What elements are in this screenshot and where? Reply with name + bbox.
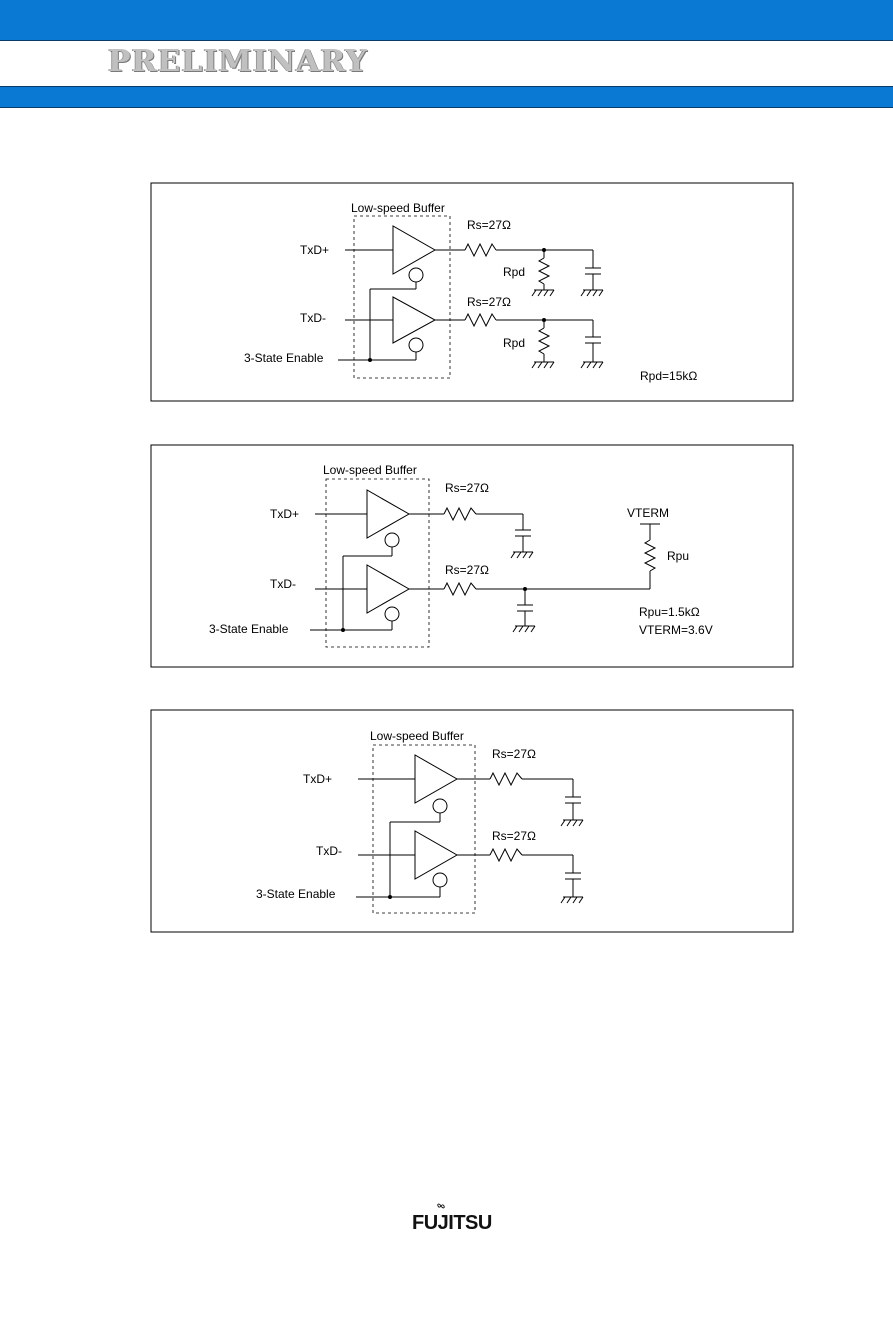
diagram-3-rs-minus-label: Rs=27Ω	[492, 829, 536, 843]
diagram-2-rs-plus-resistor	[443, 506, 477, 522]
diagram-3-buffer-label: Low-speed Buffer	[370, 729, 464, 743]
diagram-1-frame	[150, 182, 794, 402]
diagram-2-rs-minus-resistor	[443, 581, 477, 597]
diagram-1-buffer-box	[353, 215, 451, 379]
diagram-3: Low-speed Buffer TxD+ Rs=27Ω TxD- Rs=27Ω	[150, 709, 794, 933]
diagram-1-rpd-plus-label: Rpd	[503, 265, 525, 279]
diagram-2-buffer-label: Low-speed Buffer	[323, 463, 417, 477]
header-top-bar	[0, 0, 893, 41]
diagram-2: Low-speed Buffer TxD+ Rs=27Ω TxD- Rs=27Ω	[150, 444, 794, 668]
diagram-3-rs-minus-resistor	[489, 847, 523, 863]
diagram-1-rpd-minus-resistor	[537, 327, 551, 355]
diagram-2-buffer-plus	[366, 489, 411, 539]
diagram-1-rs-minus-label: Rs=27Ω	[467, 295, 511, 309]
diagram-1: Low-speed Buffer TxD+ Rs=27Ω Rpd TxD- Rs…	[150, 182, 794, 402]
diagram-1-rs-plus-resistor	[464, 242, 497, 258]
diagram-2-rs-minus-label: Rs=27Ω	[445, 563, 489, 577]
diagram-3-rs-plus-label: Rs=27Ω	[492, 747, 536, 761]
diagram-2-enable-label: 3-State Enable	[209, 622, 289, 636]
diagram-2-vterm-label: VTERM	[627, 506, 669, 520]
diagram-1-rpd-plus-resistor	[537, 257, 551, 285]
diagram-2-note-1: Rpu=1.5kΩ	[639, 605, 700, 619]
diagram-3-frame	[150, 709, 794, 933]
diagram-1-rs-minus-resistor	[464, 312, 497, 328]
diagram-1-buffer-label: Low-speed Buffer	[351, 201, 445, 215]
diagram-3-buffer-plus	[414, 754, 459, 804]
diagram-1-rpd-minus-label: Rpd	[503, 336, 525, 350]
diagram-2-frame	[150, 444, 794, 668]
diagram-1-buffer-plus	[392, 225, 437, 275]
diagram-1-txd-minus-label: TxD-	[300, 311, 326, 325]
diagram-2-rpu-label: Rpu	[667, 549, 689, 563]
diagram-2-rs-plus-label: Rs=27Ω	[445, 481, 489, 495]
fujitsu-infinity-mark	[437, 1203, 445, 1209]
diagram-1-buffer-minus	[392, 296, 437, 344]
diagram-3-rs-plus-resistor	[489, 771, 523, 787]
diagram-2-txd-plus-label: TxD+	[270, 507, 299, 521]
diagram-3-txd-plus-label: TxD+	[303, 772, 332, 786]
diagram-3-txd-minus-label: TxD-	[316, 844, 342, 858]
header-blue-bar	[0, 86, 893, 108]
diagram-3-buffer-box	[372, 744, 476, 914]
diagram-2-buffer-minus	[366, 564, 411, 614]
diagram-1-enable-label: 3-State Enable	[244, 351, 324, 365]
fujitsu-logo: FUJITSU	[412, 1212, 492, 1234]
diagram-2-txd-minus-label: TxD-	[270, 577, 296, 591]
diagram-2-buffer-box	[325, 478, 430, 648]
diagram-3-buffer-minus	[414, 830, 459, 880]
diagram-1-rs-plus-label: Rs=27Ω	[467, 218, 511, 232]
diagram-1-txd-plus-label: TxD+	[300, 243, 329, 257]
diagram-3-enable-label: 3-State Enable	[256, 887, 336, 901]
diagram-2-rpu-resistor	[643, 539, 657, 572]
diagram-2-note-2: VTERM=3.6V	[639, 623, 713, 637]
diagram-1-note: Rpd=15kΩ	[640, 369, 697, 383]
preliminary-watermark: PRELIMINARY	[108, 44, 368, 79]
